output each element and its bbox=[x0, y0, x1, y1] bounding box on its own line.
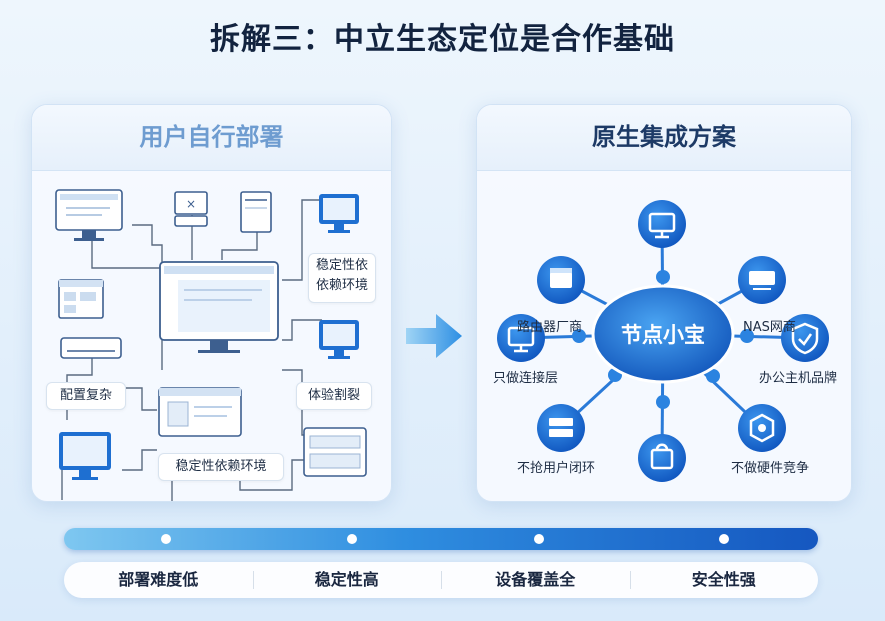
node-monitor-icon-left bbox=[497, 314, 545, 362]
window-icon-left bbox=[58, 279, 104, 319]
arrow-right-icon bbox=[406, 314, 462, 358]
closed-window-icon: × bbox=[174, 191, 208, 227]
label-connection-layer: 只做连接层 bbox=[493, 371, 559, 386]
slim-device-icon bbox=[60, 337, 122, 359]
node-nas-icon bbox=[738, 256, 786, 304]
svg-text:×: × bbox=[186, 197, 196, 211]
label-no-hardware-competition: 不做硬件竞争 bbox=[731, 461, 810, 476]
node-server-icon bbox=[537, 404, 585, 452]
monitor-icon-top-left bbox=[55, 189, 123, 241]
benefit-strong-security: 安全性强 bbox=[629, 562, 819, 598]
self-deploy-panel: 用户自行部署 bbox=[31, 104, 392, 502]
label-office-host-brand: 办公主机品牌 bbox=[759, 371, 838, 386]
progress-timeline bbox=[64, 528, 818, 550]
timeline-dot bbox=[534, 534, 544, 544]
window-icon-mid bbox=[158, 387, 242, 437]
self-deploy-diagram: × bbox=[55, 189, 367, 501]
config-complex-chip: 配置复杂 bbox=[46, 382, 126, 410]
node-hex-shield-icon bbox=[738, 404, 786, 452]
central-monitor-icon bbox=[159, 261, 279, 353]
stable-env-line-1: 稳定性依 bbox=[315, 258, 368, 273]
timeline-dot bbox=[347, 534, 357, 544]
experience-split-chip: 体验割裂 bbox=[296, 382, 372, 410]
timeline-dot bbox=[719, 534, 729, 544]
label-no-closed-loop: 不抢用户闭环 bbox=[517, 461, 596, 476]
native-integration-panel: 原生集成方案 bbox=[476, 104, 852, 502]
page-title: 拆解三：中立生态定位是合作基础 bbox=[210, 22, 675, 57]
server-rack-icon bbox=[303, 427, 367, 477]
benefit-full-coverage: 设备覆盖全 bbox=[441, 562, 630, 598]
label-nas: NAS网商 bbox=[743, 320, 796, 335]
blue-monitor-icon-bottom bbox=[59, 432, 111, 480]
node-monitor-icon-top bbox=[638, 200, 686, 248]
node-bag-icon bbox=[638, 434, 686, 482]
blue-monitor-icon-mid bbox=[319, 320, 359, 359]
stable-env-bottom-chip: 稳定性依赖环境 bbox=[158, 453, 284, 481]
stable-env-chip: 稳定性依 依赖环境 bbox=[308, 253, 376, 303]
native-integration-heading: 原生集成方案 bbox=[477, 105, 851, 171]
device-icon bbox=[240, 191, 272, 233]
benefit-low-difficulty: 部署难度低 bbox=[118, 570, 199, 589]
node-shield-icon bbox=[781, 314, 829, 362]
hub-diagram: 节点小宝 bbox=[497, 200, 829, 482]
timeline-dot bbox=[161, 534, 171, 544]
hub-label: 节点小宝 bbox=[621, 323, 705, 347]
benefit-high-stability: 稳定性高 bbox=[252, 562, 442, 598]
node-router-icon bbox=[537, 256, 585, 304]
label-router-vendor: 路由器厂商 bbox=[517, 320, 583, 335]
benefits-bar: 部署难度低 稳定性高 设备覆盖全 安全性强 bbox=[64, 562, 818, 598]
stable-env-line-2: 依赖环境 bbox=[315, 278, 368, 293]
self-deploy-heading: 用户自行部署 bbox=[32, 105, 391, 171]
blue-monitor-icon-top bbox=[319, 194, 359, 233]
